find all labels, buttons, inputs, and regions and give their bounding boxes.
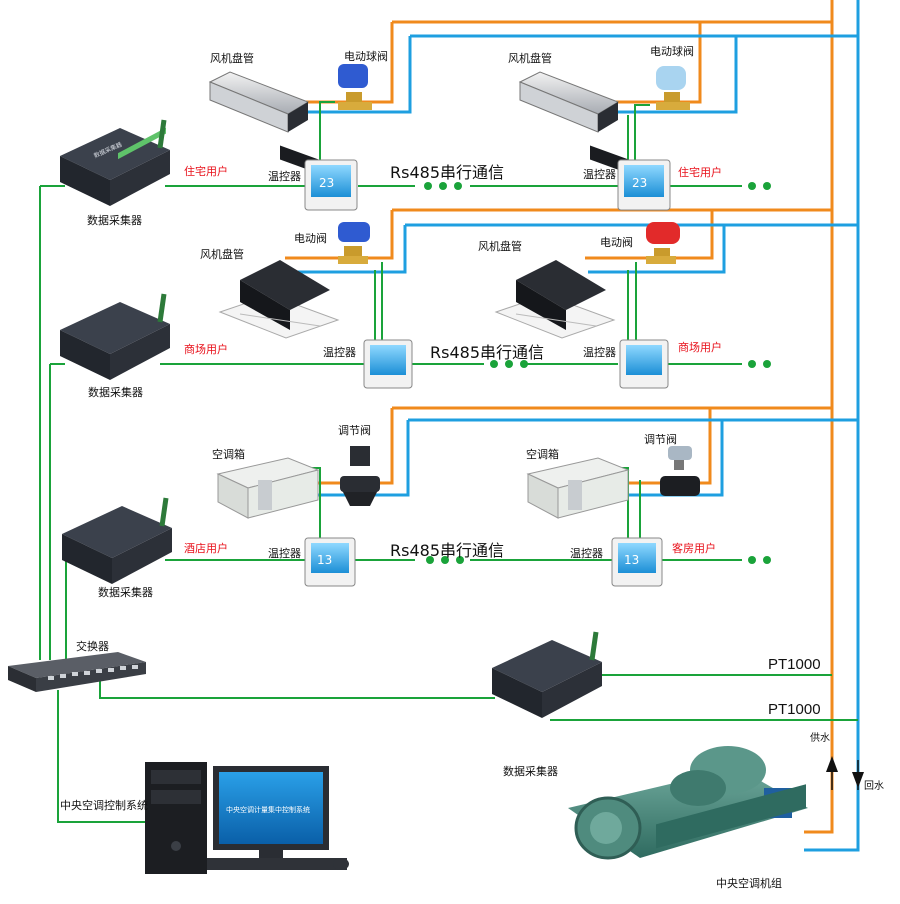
- fan-coil-unit-1: [208, 71, 320, 175]
- thermostat-r1-left: 23: [304, 159, 358, 211]
- thermostat-label-r2-right: 温控器: [583, 346, 616, 359]
- thermostat-label-r1-right: 温控器: [583, 168, 616, 181]
- data-collector-4: [492, 631, 602, 718]
- control-system-label: 中央空调控制系统: [60, 799, 148, 812]
- user-label-r3-right: 客房用户: [672, 542, 716, 555]
- electric-valve-r2-right: [646, 222, 680, 264]
- data-collector-1: 数据采集器: [60, 119, 170, 206]
- valve-label-r3-left: 调节阀: [338, 424, 371, 437]
- ball-valve-label-r1-right: 电动球阀: [650, 45, 694, 58]
- rs485-label-r2: Rs485串行通信: [430, 343, 544, 362]
- fan-coil-label-r2-left: 风机盘管: [200, 248, 244, 261]
- signal-lines: [39, 101, 858, 823]
- valve-label-r2-left: 电动阀: [294, 232, 327, 245]
- svg-text:23: 23: [319, 176, 334, 190]
- return-pipes: [288, 0, 860, 852]
- data-collector-3: [62, 497, 172, 584]
- data-collector-2: [60, 293, 170, 380]
- motorized-ball-valve-1: [338, 64, 372, 110]
- thermostat-label-r1-left: 温控器: [268, 170, 301, 183]
- supply-arrow-up-icon: [826, 756, 838, 772]
- rs485-label-r1: Rs485串行通信: [390, 163, 504, 182]
- svg-text:23: 23: [632, 176, 647, 190]
- regulating-valve-1: [340, 446, 380, 506]
- user-label-r2-left: 商场用户: [184, 343, 228, 356]
- cassette-fan-coil-1: [218, 260, 340, 339]
- fan-coil-label-r2-right: 风机盘管: [478, 240, 522, 253]
- ball-valve-label-r1-left: 电动球阀: [344, 50, 388, 63]
- thermostat-r1-right: 23: [617, 159, 671, 211]
- motorized-ball-valve-2: [656, 66, 690, 110]
- network-switch: [8, 652, 146, 692]
- thermostat-r2-left: [363, 339, 413, 389]
- central-chiller-unit: [568, 746, 808, 860]
- electric-valve-r2-left: [338, 222, 370, 264]
- thermostat-r2-right: [619, 339, 669, 389]
- collector-label-4: 数据采集器: [503, 765, 558, 778]
- ahu-label-r3-left: 空调箱: [212, 448, 245, 461]
- air-handling-unit-2: [526, 457, 630, 519]
- thermostat-r3-left: 13: [304, 537, 356, 587]
- valve-label-r3-right: 调节阀: [644, 433, 677, 446]
- user-label-r1-right: 住宅用户: [678, 166, 722, 179]
- rs485-label-r3: Rs485串行通信: [390, 541, 504, 560]
- svg-text:13: 13: [317, 553, 332, 567]
- fan-coil-label-r1-left: 风机盘管: [210, 52, 254, 65]
- return-water-label: 回水: [864, 781, 884, 792]
- thermostat-r3-right: 13: [611, 537, 663, 587]
- collector-label-3: 数据采集器: [98, 586, 153, 599]
- user-label-r3-left: 酒店用户: [184, 542, 228, 555]
- rs485-dots: [424, 182, 771, 564]
- switch-label: 交换器: [76, 640, 109, 653]
- air-handling-unit-1: [216, 457, 320, 519]
- pt1000-label-bottom: PT1000: [768, 701, 821, 718]
- supply-water-label: 供水: [810, 733, 830, 744]
- collector-label-1: 数据采集器: [87, 214, 142, 227]
- flow-arrows: [826, 756, 864, 790]
- collector-label-2: 数据采集器: [88, 386, 143, 399]
- thermostat-label-r2-left: 温控器: [323, 346, 356, 359]
- thermostat-label-r3-right: 温控器: [570, 547, 603, 560]
- valve-label-r2-right: 电动阀: [600, 236, 633, 249]
- fan-coil-unit-2: [518, 71, 630, 175]
- cassette-fan-coil-2: [494, 260, 616, 339]
- monitor-screen-title: 中央空调计量集中控制系统: [226, 806, 310, 814]
- return-arrow-down-icon: [852, 772, 864, 788]
- svg-text:13: 13: [624, 553, 639, 567]
- fan-coil-label-r1-right: 风机盘管: [508, 52, 552, 65]
- user-label-r2-right: 商场用户: [678, 341, 722, 354]
- user-label-r1-left: 住宅用户: [184, 165, 228, 178]
- thermostat-label-r3-left: 温控器: [268, 547, 301, 560]
- control-computer: [145, 762, 349, 874]
- ahu-label-r3-right: 空调箱: [526, 448, 559, 461]
- chiller-label: 中央空调机组: [716, 877, 782, 890]
- pt1000-label-top: PT1000: [768, 656, 821, 673]
- supply-pipes: [285, 0, 834, 834]
- regulating-valve-2: [660, 446, 700, 496]
